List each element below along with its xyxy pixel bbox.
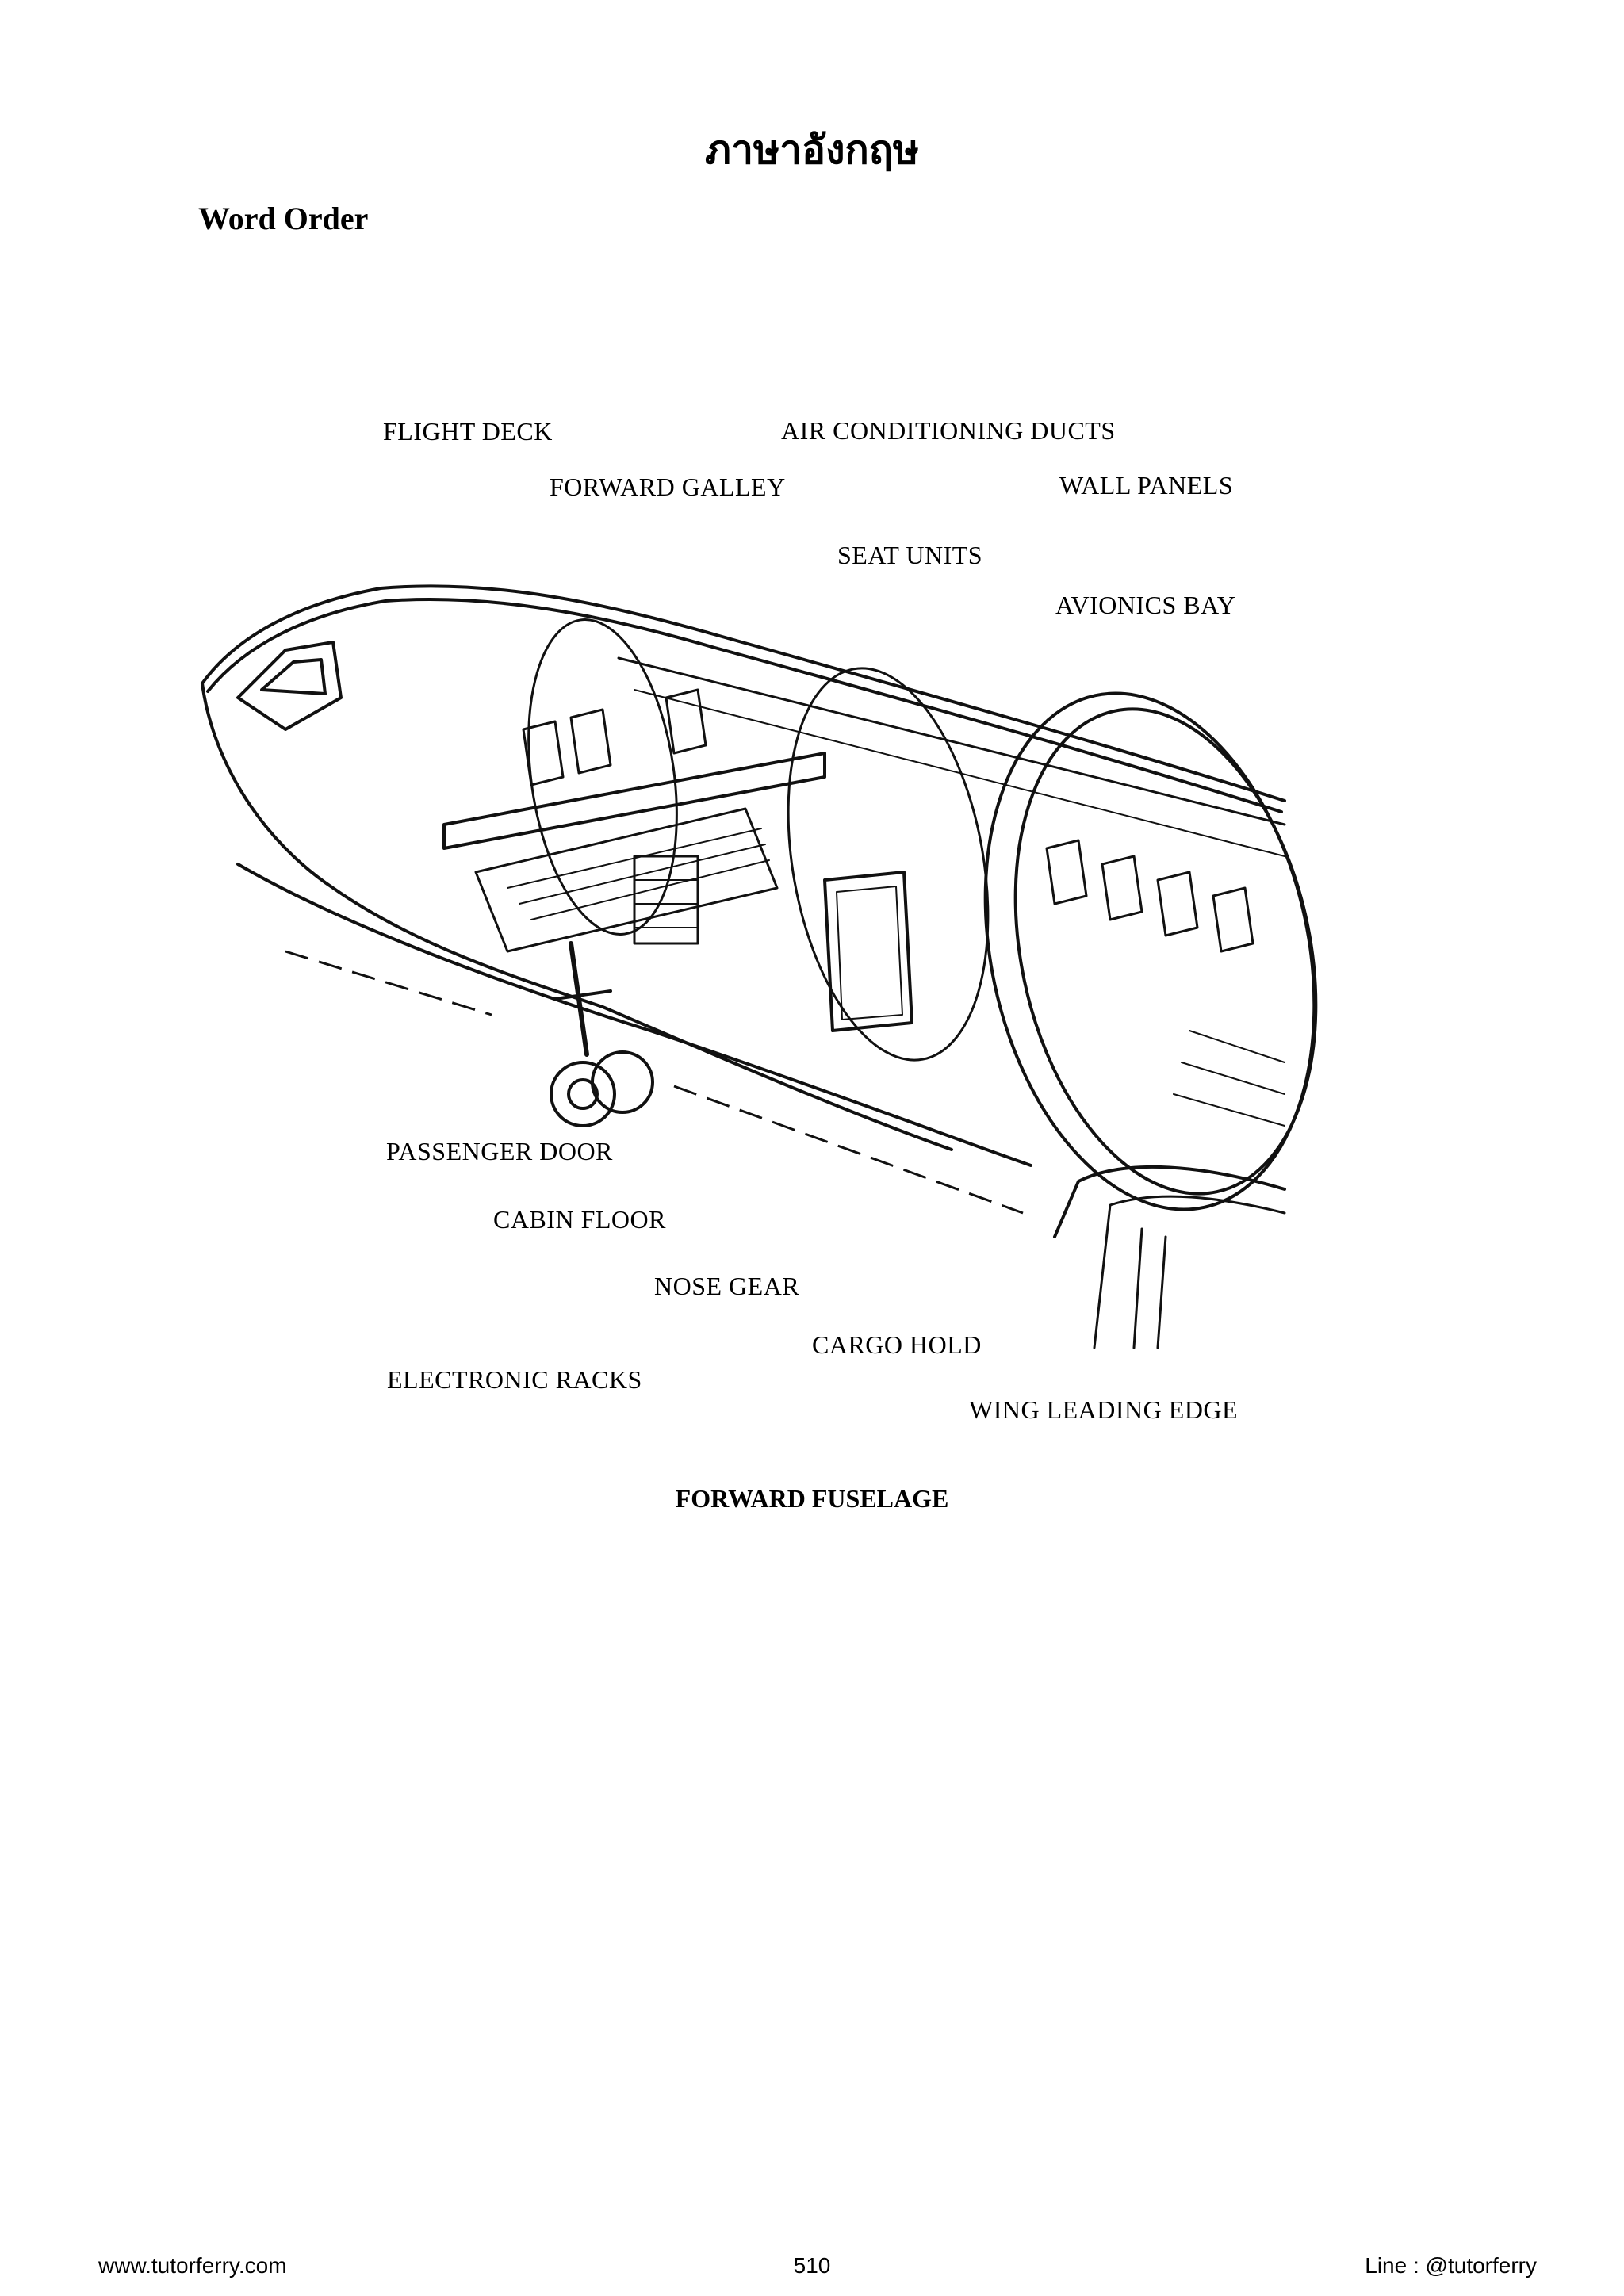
- label-passenger-door: PASSENGER DOOR: [386, 1137, 613, 1165]
- label-electronic-racks: ELECTRONIC RACKS: [387, 1365, 642, 1394]
- label-cargo-hold: CARGO HOLD: [812, 1330, 982, 1359]
- label-avionics-bay: AVIONICS BAY: [1055, 591, 1236, 619]
- page-title: ภาษาอังกฤษ: [704, 126, 920, 173]
- label-wall-panels: WALL PANELS: [1059, 471, 1234, 499]
- footer-line-id: Line : @tutorferry: [1365, 2253, 1537, 2278]
- footer-page-number: 510: [793, 2253, 831, 2278]
- label-cabin-floor: CABIN FLOOR: [493, 1205, 666, 1234]
- label-wing-leading-edge: WING LEADING EDGE: [969, 1395, 1239, 1424]
- figure-caption: FORWARD FUSELAGE: [675, 1484, 949, 1513]
- label-flight-deck: FLIGHT DECK: [383, 417, 553, 446]
- section-heading: Word Order: [198, 201, 369, 236]
- footer-website: www.tutorferry.com: [98, 2253, 287, 2278]
- label-air-conditioning-ducts: AIR CONDITIONING DUCTS: [781, 416, 1116, 445]
- label-seat-units: SEAT UNITS: [837, 541, 983, 569]
- label-nose-gear: NOSE GEAR: [654, 1272, 800, 1300]
- label-forward-galley: FORWARD GALLEY: [550, 473, 786, 501]
